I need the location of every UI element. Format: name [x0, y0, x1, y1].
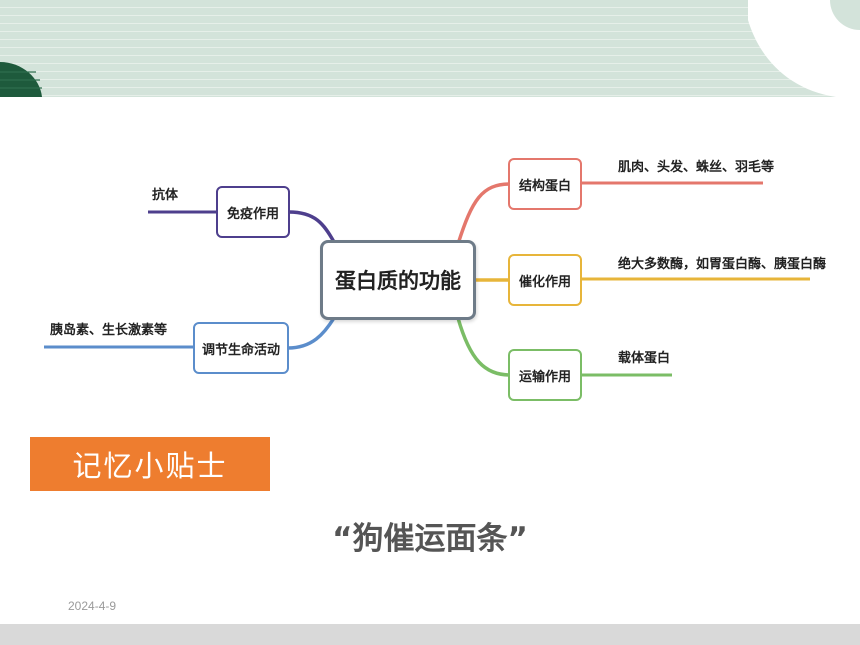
header-band: [0, 0, 860, 97]
leaf-immunity-examples: 抗体: [152, 188, 179, 203]
connector-transport: [456, 317, 511, 377]
node-transport: 运输作用: [508, 349, 582, 401]
leaf-transport-examples: 载体蛋白: [618, 351, 671, 366]
node-regulation: 调节生命活动: [193, 322, 289, 374]
leaf-catalysis-examples: 绝大多数酶，如胃蛋白酶、胰蛋白酶: [618, 257, 827, 272]
leaf-structural-examples: 肌肉、头发、蛛丝、羽毛等: [618, 160, 775, 175]
header-arc-decoration: [748, 0, 860, 97]
node-structural-protein: 结构蛋白: [508, 158, 582, 210]
memory-tip-badge: 记忆小贴士: [30, 437, 270, 491]
footer-bar: [0, 624, 860, 645]
slide-date: 2024-4-9: [68, 599, 117, 613]
center-node: 蛋白质的功能: [320, 240, 476, 320]
connector-immune: [288, 210, 336, 243]
node-catalysis: 催化作用: [508, 254, 582, 306]
node-immunity: 免疫作用: [216, 186, 290, 238]
connector-regulation: [287, 317, 336, 350]
header-circle-decoration: [830, 0, 860, 30]
connector-structural: [456, 182, 511, 245]
mnemonic-text: “狗催运面条”: [332, 521, 528, 557]
leaf-regulation-examples: 胰岛素、生长激素等: [50, 323, 168, 338]
